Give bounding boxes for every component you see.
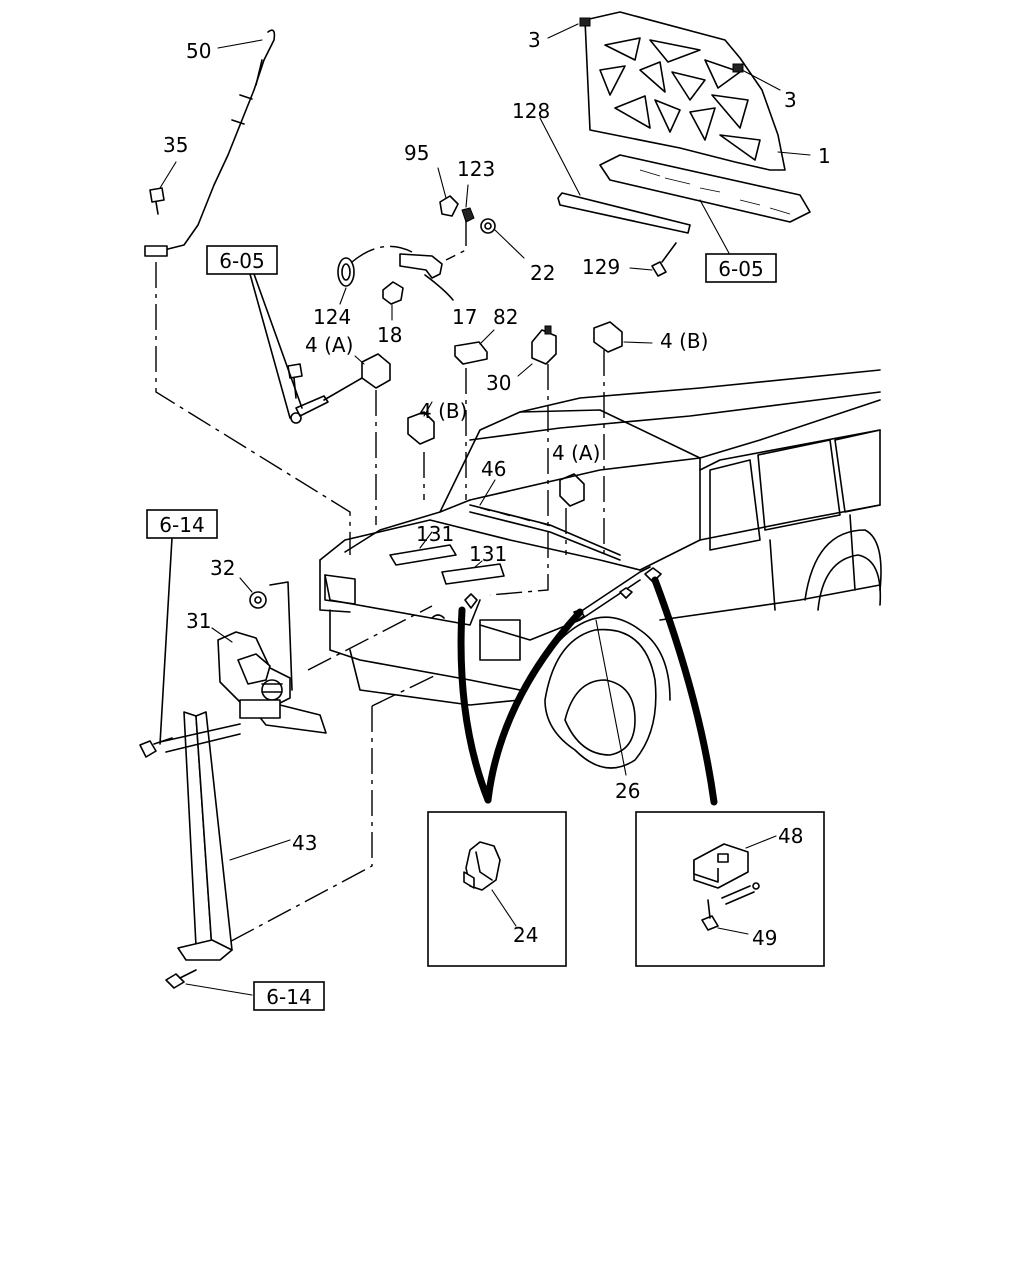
ref-label-6-14-top: 6-14 — [159, 513, 204, 537]
part-label-129: 129 — [582, 255, 620, 279]
part-label-32: 32 — [210, 556, 235, 580]
part-label-4a-left: 4 (A) — [305, 333, 353, 357]
cowl-seal-46 — [469, 504, 621, 561]
hood-opener-cable-26 — [573, 566, 662, 621]
ref-box-6-05-right: 6-05 — [705, 253, 777, 283]
ref-box-6-14-bottom: 6-14 — [253, 981, 325, 1011]
part-label-30: 30 — [486, 371, 511, 395]
part-label-131-b: 131 — [469, 542, 507, 566]
part-label-124: 124 — [313, 305, 351, 329]
part-label-95: 95 — [404, 141, 429, 165]
hood-seal-strip — [557, 192, 691, 234]
bumper-30 — [531, 325, 557, 365]
part-label-4b-mid: 4 (B) — [419, 399, 467, 423]
cushion-82 — [454, 341, 488, 365]
bumper-4b-top — [593, 321, 623, 353]
part-label-131-a: 131 — [416, 522, 454, 546]
hood-panel — [584, 11, 786, 171]
vehicle-outline — [319, 369, 882, 769]
part-label-35: 35 — [163, 133, 188, 157]
clip-95 — [439, 195, 459, 217]
hood-stay-rod — [144, 29, 276, 257]
part-label-31: 31 — [186, 609, 211, 633]
part-label-24: 24 — [513, 923, 538, 947]
clip-3-top — [579, 17, 591, 27]
part-label-46: 46 — [481, 457, 506, 481]
ref-box-6-14-top: 6-14 — [146, 509, 218, 539]
part-label-82: 82 — [493, 305, 518, 329]
ref-label-6-14-bottom: 6-14 — [266, 985, 311, 1009]
part-label-26: 26 — [615, 779, 640, 803]
hood-lock-support-43 — [159, 699, 281, 961]
release-bracket-17 — [399, 253, 454, 301]
nut-22 — [480, 218, 496, 234]
caution-label-131-b — [441, 563, 505, 585]
detail-box-24 — [427, 811, 567, 967]
bumper-4a-left — [361, 353, 391, 389]
bumper-4b-mid — [407, 411, 435, 445]
clip-3-right — [732, 63, 744, 73]
part-label-3-top: 3 — [528, 28, 541, 52]
stay-holder — [287, 363, 363, 424]
bolt-614-bottom — [165, 969, 197, 989]
part-label-4a-right: 4 (A) — [552, 441, 600, 465]
hood-insulator — [599, 154, 811, 223]
cable-grommet-124 — [337, 257, 355, 287]
part-label-43: 43 — [292, 831, 317, 855]
part-label-128: 128 — [512, 99, 550, 123]
ref-label-6-05-left: 6-05 — [219, 249, 264, 273]
caution-label-131-a — [389, 544, 457, 566]
bumper-4a-right — [559, 473, 585, 507]
part-label-4b-top: 4 (B) — [660, 329, 708, 353]
part-label-49: 49 — [752, 926, 777, 950]
detail-box-48-49 — [635, 811, 825, 967]
bolt-614-top — [139, 737, 173, 758]
part-label-22: 22 — [530, 261, 555, 285]
bolt-32 — [249, 591, 267, 609]
clip-123 — [461, 207, 475, 223]
part-label-17: 17 — [452, 305, 477, 329]
alignment-lines — [155, 262, 605, 947]
part-label-3-right: 3 — [784, 88, 797, 112]
part-label-18: 18 — [377, 323, 402, 347]
ref-box-6-05-left: 6-05 — [206, 245, 278, 275]
ref-label-6-05-right: 6-05 — [718, 257, 763, 281]
bolt-35 — [149, 187, 165, 215]
release-clip-18 — [382, 281, 404, 305]
screw-129 — [651, 242, 677, 277]
part-label-50: 50 — [186, 39, 211, 63]
part-label-123: 123 — [457, 157, 495, 181]
hood-lock-31 — [217, 631, 327, 734]
detail-pointers — [457, 576, 718, 806]
part-label-1: 1 — [818, 144, 831, 168]
part-label-48: 48 — [778, 824, 803, 848]
